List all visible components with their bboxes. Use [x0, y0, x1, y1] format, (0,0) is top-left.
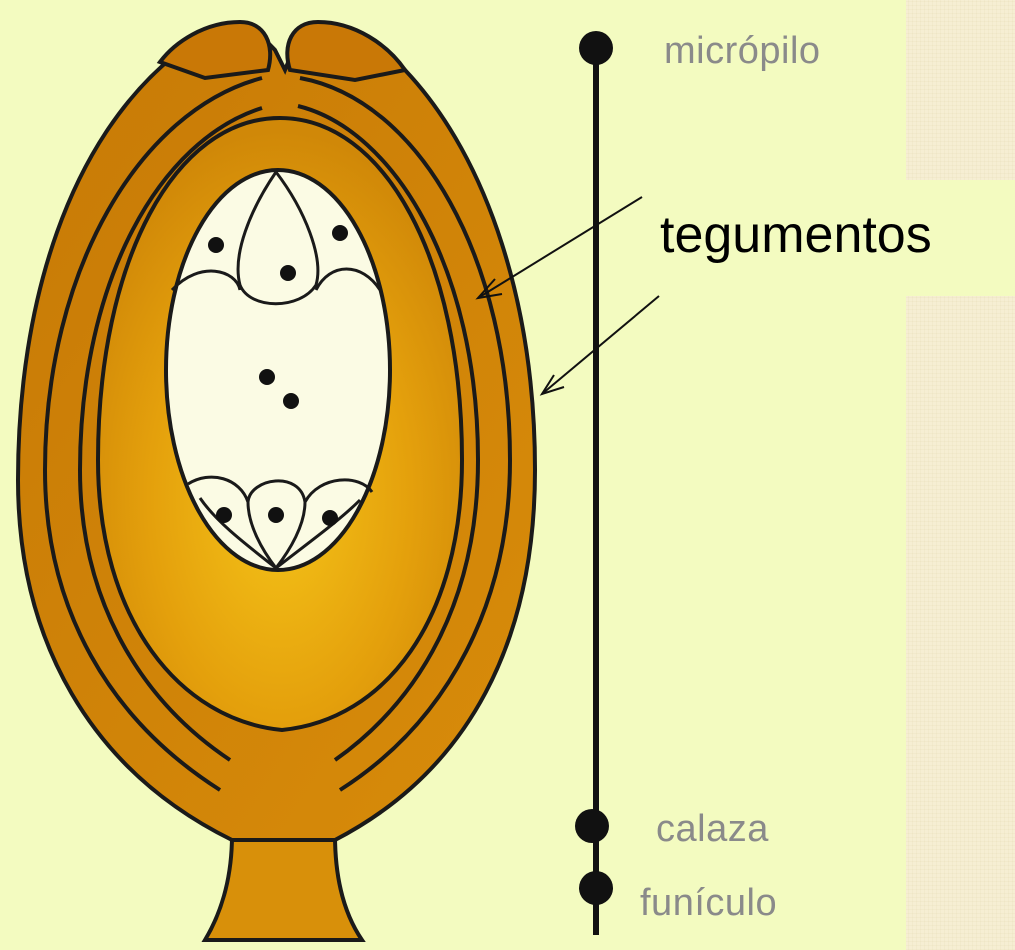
antipodal-nucleus-right [322, 510, 338, 526]
micropilo-label: micrópilo [664, 30, 821, 73]
synergid-nucleus-left [208, 237, 224, 253]
polar-nucleus-1 [259, 369, 275, 385]
egg-cell-nucleus [280, 265, 296, 281]
micropyle-marker [579, 31, 613, 65]
synergid-nucleus-right [332, 225, 348, 241]
micropyle-left-lobe [160, 22, 270, 78]
tegumentos-label: tegumentos [660, 205, 932, 265]
funiculus-marker [579, 871, 613, 905]
chalaza-marker [575, 809, 609, 843]
calaza-label: calaza [656, 808, 769, 851]
antipodal-nucleus-center [268, 507, 284, 523]
funiculo-label: funículo [640, 882, 777, 925]
polar-nucleus-2 [283, 393, 299, 409]
micropyle-right-lobe [287, 22, 405, 80]
funiculus-stalk [205, 835, 362, 940]
antipodal-nucleus-left [216, 507, 232, 523]
